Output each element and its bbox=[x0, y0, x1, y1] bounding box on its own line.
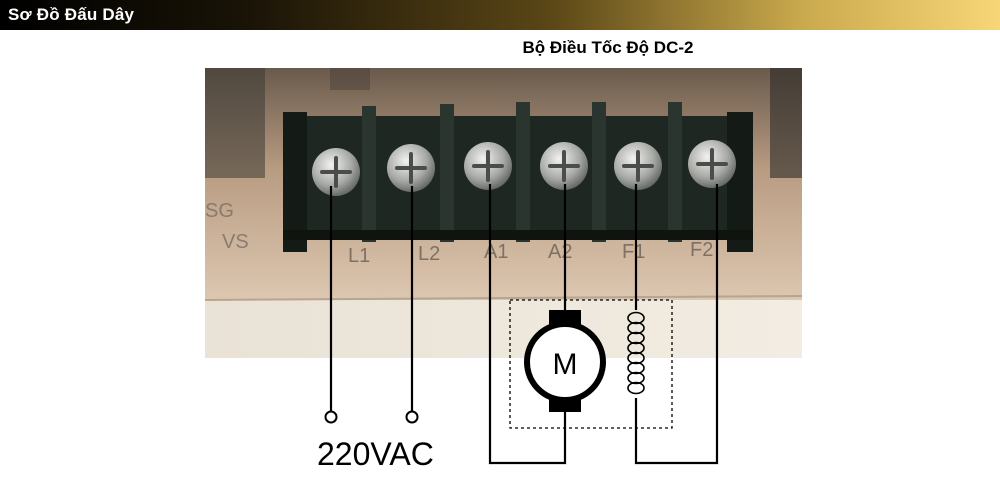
terminal-label-f1: F1 bbox=[622, 241, 645, 263]
wiring bbox=[329, 184, 719, 465]
supply-label: 220VAC bbox=[317, 436, 434, 472]
board-label-vs: VS bbox=[222, 231, 249, 253]
terminal-label-a2: A2 bbox=[548, 241, 572, 263]
supply-terminal-1 bbox=[324, 410, 338, 424]
wire-a1 bbox=[488, 184, 567, 465]
header-bar bbox=[0, 0, 1000, 30]
motor-label: M bbox=[553, 348, 578, 381]
motor-icon: M bbox=[524, 310, 606, 412]
field-coil-icon bbox=[627, 311, 645, 395]
motor-enclosure bbox=[509, 299, 673, 429]
supply-terminal-2 bbox=[405, 410, 419, 424]
terminal-label-a1: A1 bbox=[484, 241, 508, 263]
wire-f1-f2-loop bbox=[634, 184, 719, 465]
screw-icon bbox=[312, 140, 736, 196]
diagram-title: Bộ Điều Tốc Độ DC-2 bbox=[522, 38, 694, 57]
terminal-label-l2: L2 bbox=[418, 243, 440, 265]
header-title: Sơ Đồ Đấu Dây bbox=[8, 5, 135, 24]
terminal-label-f2: F2 bbox=[690, 239, 713, 261]
terminal-label-l1: L1 bbox=[348, 245, 370, 267]
board-label-sg: SG bbox=[205, 200, 234, 222]
